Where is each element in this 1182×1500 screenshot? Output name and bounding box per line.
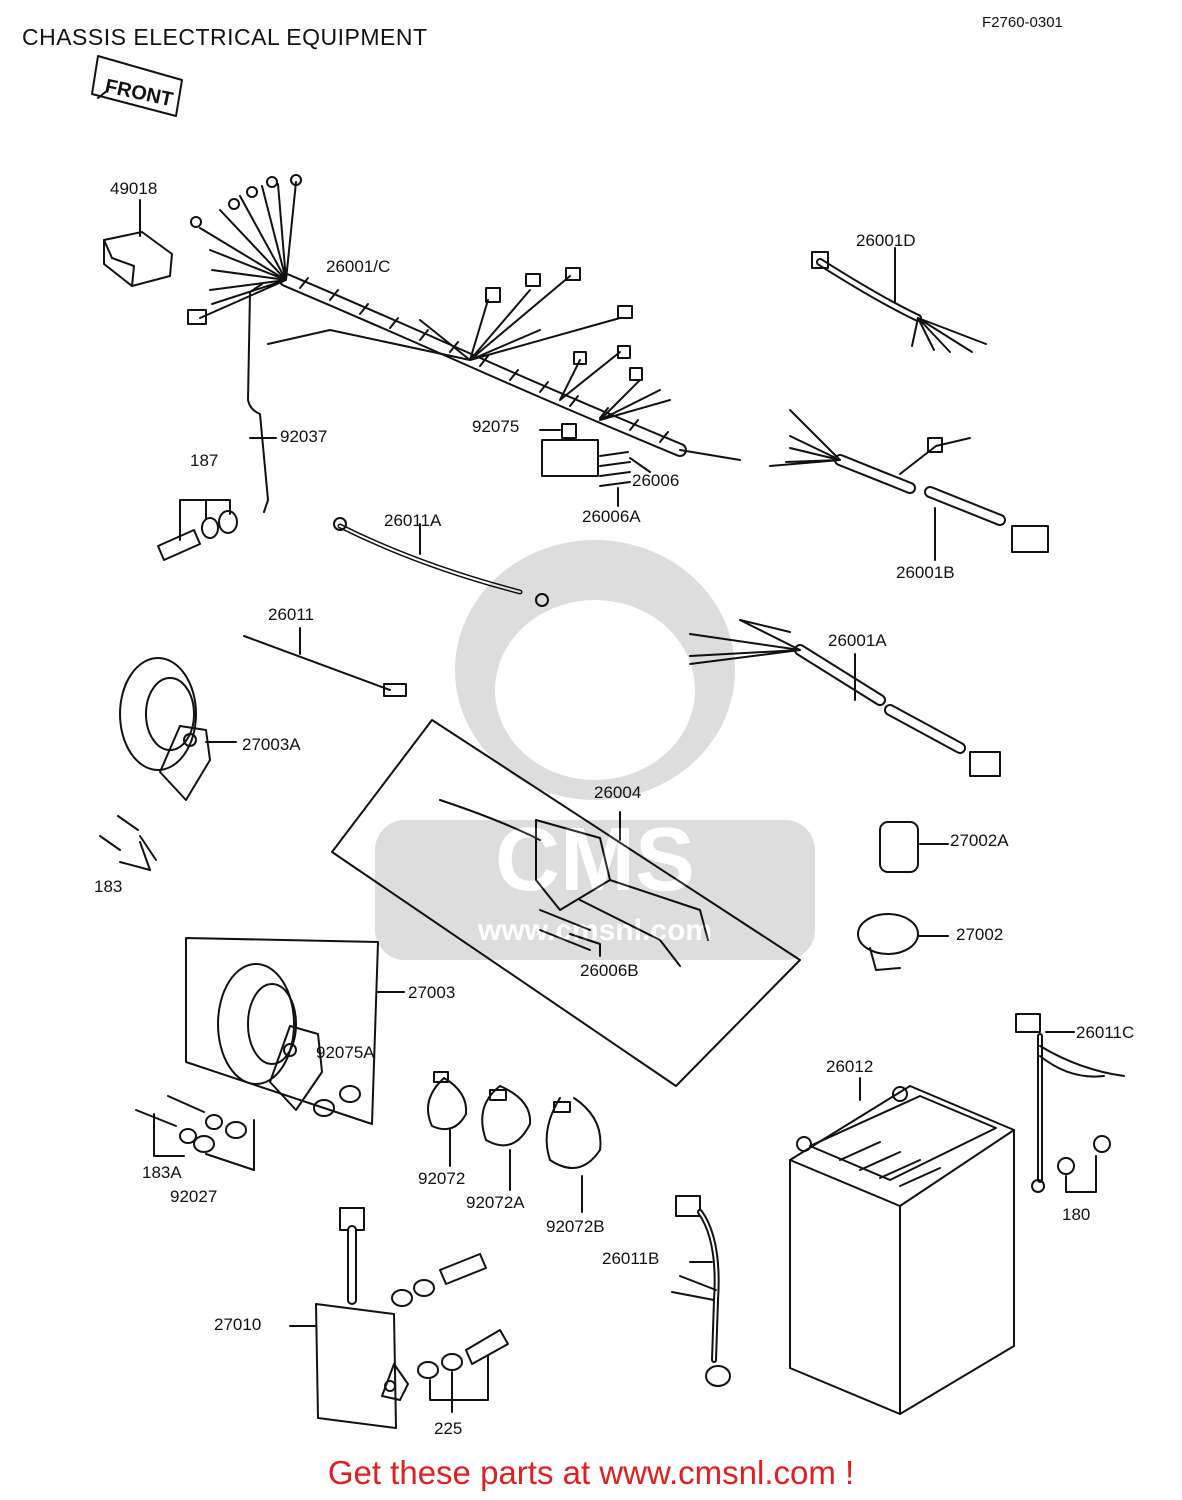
part-label-26011[interactable]: 26011	[268, 605, 315, 624]
part-label-92072[interactable]: 92072	[418, 1169, 466, 1188]
part-label-26006b[interactable]: 26006B	[580, 961, 639, 980]
wire-26011a[interactable]	[333, 517, 549, 607]
diagram-title: CHASSIS ELECTRICAL EQUIPMENT	[22, 24, 428, 50]
bracket-92037[interactable]	[247, 283, 277, 513]
part-label-26011a[interactable]: 26011A	[384, 511, 442, 530]
part-label-27002a[interactable]: 27002A	[950, 831, 1009, 850]
relay-27002[interactable]	[857, 913, 949, 971]
part-label-183[interactable]: 183	[94, 877, 123, 896]
nuts-92075a[interactable]	[313, 1085, 361, 1117]
screws-183[interactable]	[99, 815, 157, 871]
bolts-183a[interactable]	[135, 1095, 223, 1157]
part-label-26012[interactable]: 26012	[826, 1057, 874, 1076]
relay-27002a[interactable]	[879, 821, 949, 873]
part-label-92027[interactable]: 92027	[170, 1187, 218, 1206]
unit-27010[interactable]	[289, 1207, 487, 1429]
part-label-26006a[interactable]: 26006A	[582, 507, 641, 526]
part-label-26001a[interactable]: 26001A	[828, 631, 887, 650]
nut-92027[interactable]	[193, 1119, 255, 1171]
harness-26001d[interactable]	[811, 247, 987, 353]
part-label-49018[interactable]: 49018	[110, 179, 158, 198]
part-label-26011c[interactable]: 26011C	[1076, 1023, 1135, 1042]
part-label-26001b[interactable]: 26001B	[896, 563, 955, 582]
shop-link[interactable]: Get these parts at www.cmsnl.com !	[327, 1454, 855, 1491]
battery-26012[interactable]	[789, 1077, 1015, 1415]
part-label-26006[interactable]: 26006	[632, 471, 680, 490]
watermark-url: www.cmsnl.com	[477, 914, 712, 947]
horn-27003[interactable]	[185, 937, 405, 1125]
rectifier-box-26004[interactable]	[331, 719, 801, 1087]
reference-code: F2760-0301	[982, 14, 1063, 31]
harness-26001a[interactable]	[689, 619, 1001, 777]
part-label-26004[interactable]: 26004	[594, 783, 642, 802]
part-label-27003a[interactable]: 27003A	[242, 735, 301, 754]
connector-49018[interactable]	[103, 199, 173, 287]
part-label-183a[interactable]: 183A	[142, 1163, 182, 1182]
part-label-27003[interactable]: 27003	[408, 983, 456, 1002]
band-92072[interactable]	[427, 1071, 468, 1167]
part-label-27002[interactable]: 27002	[956, 925, 1004, 944]
bolt-187[interactable]	[157, 499, 238, 561]
part-label-26011b[interactable]: 26011B	[602, 1249, 660, 1268]
bolts-180[interactable]	[1057, 1135, 1111, 1193]
part-label-225[interactable]: 225	[434, 1419, 463, 1438]
part-label-26001d[interactable]: 26001D	[856, 231, 916, 250]
band-92072b[interactable]	[545, 1097, 602, 1213]
harness-26001b[interactable]	[769, 409, 1049, 561]
part-label-187[interactable]: 187	[190, 451, 219, 470]
front-arrow-marker: FRONT	[91, 55, 183, 117]
watermark-logo: CMS www.cmsnl.com	[375, 540, 815, 960]
band-92072a[interactable]	[481, 1085, 532, 1191]
cable-26011b[interactable]	[671, 1195, 731, 1387]
main-harness-26001c[interactable]	[187, 174, 741, 461]
cable-26011c[interactable]	[1015, 1013, 1125, 1193]
horn-27003a[interactable]	[119, 657, 237, 801]
part-label-180[interactable]: 180	[1062, 1205, 1091, 1224]
part-label-92072b[interactable]: 92072B	[546, 1217, 605, 1236]
part-label-92075[interactable]: 92075	[472, 417, 520, 436]
relay-block-92075[interactable]	[539, 423, 599, 477]
washers-225[interactable]	[417, 1329, 509, 1413]
part-label-27010[interactable]: 27010	[214, 1315, 262, 1334]
part-label-26001c[interactable]: 26001/C	[326, 257, 391, 276]
part-label-92037[interactable]: 92037	[280, 427, 328, 446]
wire-26011[interactable]	[243, 627, 407, 697]
part-label-92072a[interactable]: 92072A	[466, 1193, 525, 1212]
fuses-26006[interactable]	[599, 451, 651, 507]
part-label-92075a[interactable]: 92075A	[316, 1043, 375, 1062]
watermark-text: CMS	[495, 810, 695, 910]
